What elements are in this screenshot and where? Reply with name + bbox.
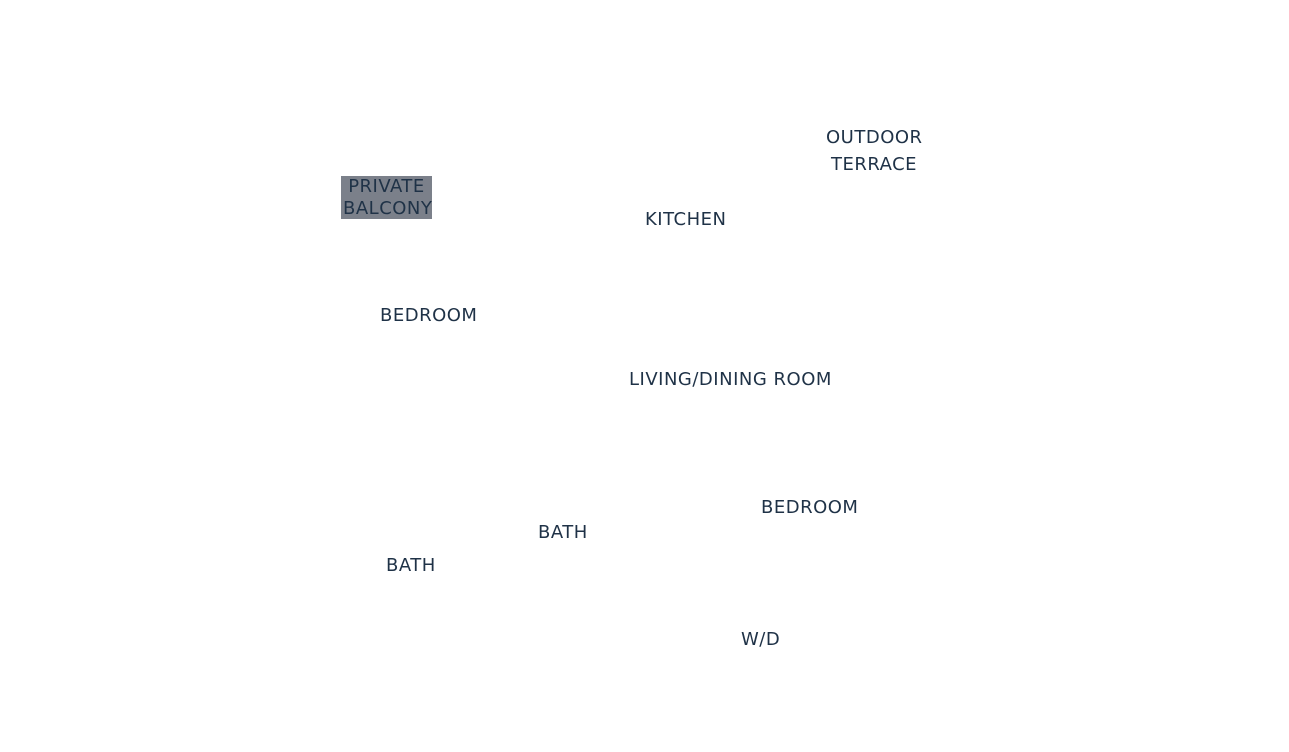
kitchen-label: KITCHEN [645, 209, 727, 230]
bedroom-2-label: BEDROOM [761, 497, 859, 518]
bath-2-label: BATH [386, 555, 436, 576]
room-label-bedroom-2: BEDROOM [761, 497, 858, 519]
room-label-bath-2: BATH [386, 555, 436, 577]
room-label-private-balcony[interactable]: PRIVATE BALCONY [341, 176, 432, 219]
outdoor-terrace-line-2: TERRACE [830, 154, 918, 175]
room-label-kitchen: KITCHEN [645, 209, 727, 231]
room-label-outdoor-terrace: OUTDOOR TERRACE [826, 124, 922, 178]
bedroom-1-label: BEDROOM [380, 305, 478, 326]
living-dining-label: LIVING/DINING ROOM [629, 369, 832, 390]
private-balcony-line-2: BALCONY [343, 198, 433, 219]
room-label-bath-1: BATH [538, 522, 588, 544]
room-label-bedroom-1: BEDROOM [380, 305, 477, 327]
washer-dryer-label: W/D [741, 629, 781, 650]
outdoor-terrace-line-1: OUTDOOR [826, 127, 923, 148]
bath-1-label: BATH [538, 522, 588, 543]
private-balcony-line-1: PRIVATE [348, 176, 425, 197]
room-label-living-dining: LIVING/DINING ROOM [629, 369, 832, 391]
room-label-washer-dryer: W/D [741, 629, 780, 651]
